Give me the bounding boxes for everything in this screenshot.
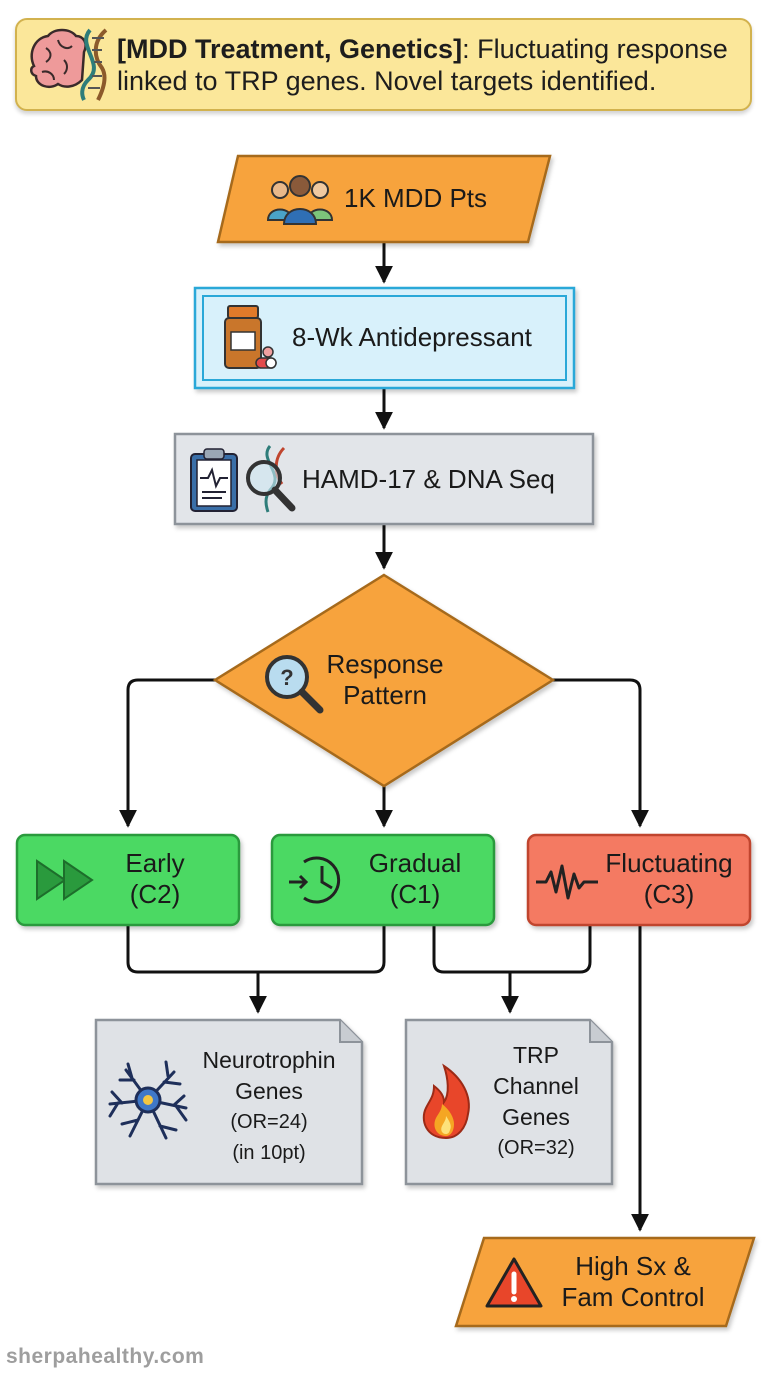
- gradual-label-line1: Gradual: [368, 848, 462, 878]
- header-tag: [MDD Treatment, Genetics]: [117, 34, 463, 64]
- neurotrophin-line1: Neurotrophin: [202, 1047, 336, 1073]
- outcome-line1: High Sx &: [575, 1251, 691, 1281]
- people-icon: [266, 175, 334, 225]
- arrow-decision-to-fluctuating: [552, 678, 649, 828]
- header-body: : Fluctuating response linked to TRP gen…: [117, 34, 728, 96]
- neurotrophin-fold: [339, 1020, 362, 1043]
- decision-label: Response Pattern: [312, 649, 458, 711]
- early-label-line1: Early: [125, 848, 185, 878]
- footer-watermark: sherpahealthy.com: [6, 1345, 205, 1368]
- gradual-node: [270, 833, 496, 927]
- patients-label: 1K MDD Pts: [344, 183, 488, 213]
- neurotrophin-label: Neurotrophin Genes (OR=24) (in 10pt): [186, 1045, 352, 1169]
- decision-node: [212, 573, 556, 788]
- neuron-icon: [108, 1060, 188, 1140]
- trp-label: TRP Channel Genes (OR=32): [474, 1040, 598, 1164]
- neurotrophin-line3: (OR=24): [230, 1111, 308, 1133]
- assessment-node: [173, 432, 595, 526]
- early-label: Early (C2): [100, 848, 210, 910]
- question-magnifier-icon: ?: [265, 655, 324, 714]
- gradual-label: Gradual (C1): [352, 848, 478, 910]
- arrow-decision-to-early: [119, 678, 216, 828]
- neurotrophin-line2: Genes: [235, 1078, 303, 1104]
- warning-icon: [485, 1257, 543, 1308]
- fast-forward-icon: [36, 859, 94, 901]
- merge-gradual-fluctuating: [432, 926, 592, 974]
- decision-label-line2: Pattern: [343, 680, 427, 710]
- trp-fold: [589, 1020, 612, 1043]
- connectors: [119, 243, 649, 1232]
- fluctuating-node: [526, 833, 752, 927]
- treatment-node-inner-border: [202, 295, 567, 381]
- treatment-label: 8-Wk Antidepressant: [292, 322, 532, 352]
- early-node: [15, 833, 241, 927]
- header-banner: [15, 18, 752, 111]
- trp-line3: Genes: [502, 1104, 570, 1130]
- gradual-label-line2: (C1): [389, 879, 441, 909]
- outcome-line2: Fam Control: [561, 1282, 705, 1312]
- trp-line1: TRP: [513, 1042, 559, 1068]
- early-label-line2: (C2): [129, 879, 181, 909]
- brain-dna-icon: [30, 28, 108, 101]
- neurotrophin-node: [94, 1018, 364, 1186]
- decision-label-line1: Response: [326, 649, 444, 679]
- pulse-icon: [536, 864, 598, 900]
- header-text: [MDD Treatment, Genetics]: Fluctuating r…: [117, 33, 747, 97]
- trp-line2: Channel: [493, 1073, 579, 1099]
- clipboard-icon: [190, 448, 238, 512]
- svg-text:?: ?: [280, 665, 293, 690]
- fluctuating-label-line1: Fluctuating: [605, 848, 733, 878]
- merge-early-gradual: [126, 926, 386, 974]
- assessment-label: HAMD-17 & DNA Seq: [302, 464, 555, 494]
- clock-icon: [289, 856, 341, 904]
- outcome-label: High Sx & Fam Control: [548, 1251, 718, 1313]
- pill-bottle-icon: [224, 305, 277, 369]
- dna-magnifier-icon: [246, 445, 296, 513]
- flame-icon: [422, 1063, 470, 1140]
- neurotrophin-line4: (in 10pt): [232, 1142, 306, 1164]
- treatment-node: [193, 286, 576, 390]
- fluctuating-label-line2: (C3): [643, 879, 695, 909]
- trp-node: [404, 1018, 614, 1186]
- fluctuating-label: Fluctuating (C3): [598, 848, 740, 910]
- trp-line4: (OR=32): [497, 1137, 575, 1159]
